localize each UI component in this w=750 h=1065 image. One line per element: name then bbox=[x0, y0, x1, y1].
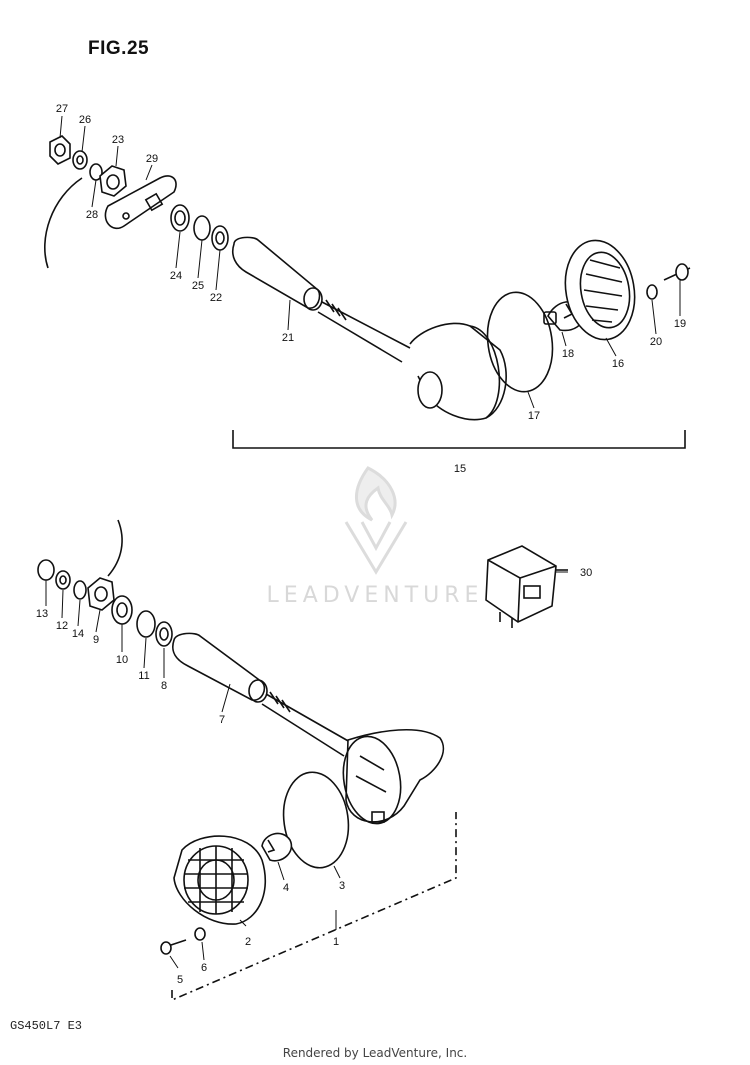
callout-9: 9 bbox=[93, 634, 99, 646]
callout-23: 23 bbox=[112, 134, 124, 146]
upper-turn-signal-assembly bbox=[44, 135, 691, 449]
relay-30 bbox=[485, 545, 568, 628]
callout-6: 6 bbox=[201, 962, 207, 974]
callout-30: 30 bbox=[580, 567, 592, 579]
watermark-text: LEADVENTURE bbox=[266, 583, 484, 608]
figure-title: FIG.25 bbox=[88, 38, 150, 59]
callout-15: 15 bbox=[454, 463, 466, 475]
callout-20: 20 bbox=[650, 336, 662, 348]
watermark-logo-icon bbox=[344, 466, 408, 575]
callout-25: 25 bbox=[192, 280, 204, 292]
callout-16: 16 bbox=[612, 358, 624, 370]
callout-12: 12 bbox=[56, 620, 68, 632]
callout-5: 5 bbox=[177, 974, 183, 986]
leader-lines bbox=[45, 115, 681, 969]
callout-21: 21 bbox=[282, 332, 294, 344]
callout-4: 4 bbox=[283, 882, 289, 894]
lower-turn-signal-assembly bbox=[37, 519, 457, 1002]
callout-28: 28 bbox=[86, 209, 98, 221]
model-code: GS450L7 E3 bbox=[10, 1019, 83, 1033]
callout-13: 13 bbox=[36, 608, 48, 620]
callout-19: 19 bbox=[674, 318, 686, 330]
callout-24: 24 bbox=[170, 270, 182, 282]
callout-17: 17 bbox=[528, 410, 540, 422]
callout-2: 2 bbox=[245, 936, 251, 948]
callout-3: 3 bbox=[339, 880, 345, 892]
callout-29: 29 bbox=[146, 153, 158, 165]
callout-8: 8 bbox=[161, 680, 167, 692]
rendered-by-credit: Rendered by LeadVenture, Inc. bbox=[282, 1046, 468, 1060]
callout-11: 11 bbox=[138, 670, 149, 682]
callout-27: 27 bbox=[56, 103, 68, 115]
callout-labels: 27 26 23 29 28 24 25 22 21 18 16 20 19 1… bbox=[36, 103, 686, 986]
callout-1: 1 bbox=[333, 936, 339, 948]
callout-26: 26 bbox=[79, 114, 91, 126]
callout-22: 22 bbox=[210, 292, 222, 304]
callout-10: 10 bbox=[116, 654, 128, 666]
callout-14: 14 bbox=[72, 628, 84, 640]
callout-18: 18 bbox=[562, 348, 574, 360]
callout-7: 7 bbox=[219, 714, 225, 726]
